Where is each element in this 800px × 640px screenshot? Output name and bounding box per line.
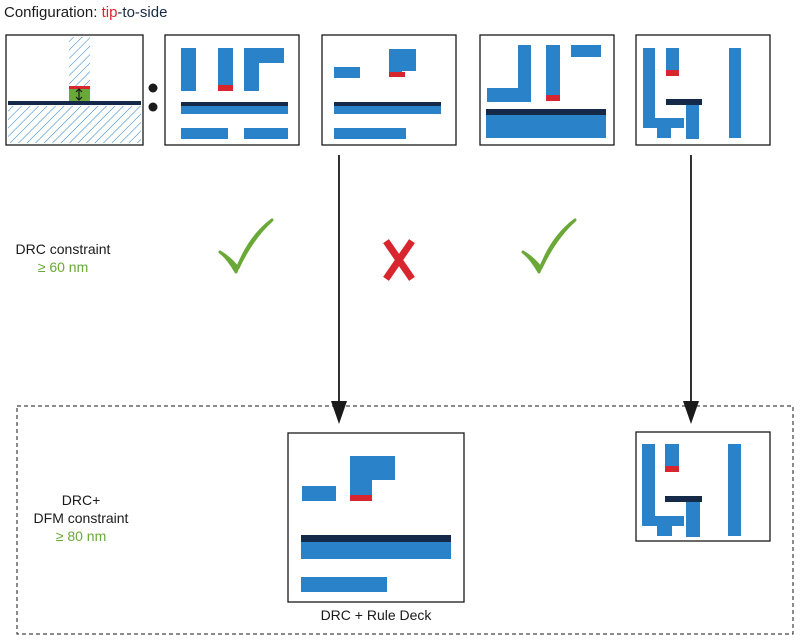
check-icon <box>218 218 274 274</box>
side-edge <box>8 101 141 105</box>
result-panel-rule-deck <box>287 432 465 603</box>
dfm-region <box>16 405 794 635</box>
layout-panel-2 <box>321 34 457 146</box>
result-panel-right <box>635 431 771 542</box>
drc-constraint-label: DRC constraint ≥ 60 nm <box>8 240 118 276</box>
dfm-line2: DFM constraint <box>33 510 129 526</box>
tip-edge <box>69 86 90 89</box>
layout-panel-3 <box>479 34 615 146</box>
layout-panel-1 <box>164 34 300 146</box>
layout-panel-4 <box>635 34 771 146</box>
dfm-constraint-label: DRC+ DFM constraint ≥ 80 nm <box>26 491 136 545</box>
bullet-dot <box>148 83 158 93</box>
hatched-tip-region <box>69 37 90 87</box>
drc-constraint-value: ≥ 60 nm <box>37 259 89 275</box>
check-icon <box>521 218 577 274</box>
page-title: Configuration: tip-to-side <box>4 4 168 21</box>
dfm-constraint-value: ≥ 80 nm <box>55 528 107 544</box>
bullet-dot <box>148 102 158 112</box>
arrow-head <box>331 401 347 424</box>
dfm-line1: DRC+ <box>61 492 101 508</box>
rule-deck-caption: DRC + Rule Deck <box>320 607 432 623</box>
schematic-panel <box>5 34 144 146</box>
arrow-head <box>683 401 699 424</box>
x-icon <box>383 239 415 281</box>
hatched-side-region <box>8 106 141 143</box>
